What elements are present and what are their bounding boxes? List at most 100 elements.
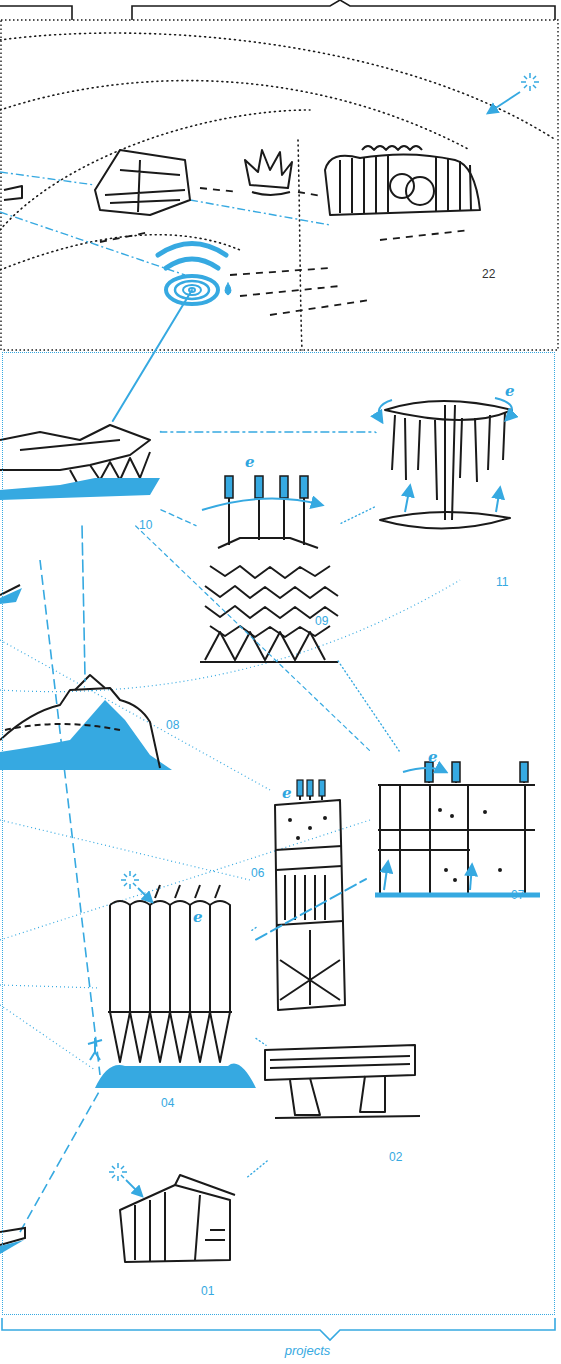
callout-number: 10 <box>139 519 152 531</box>
callout-number: 07 <box>511 889 524 901</box>
ground-fill <box>0 588 24 1254</box>
link-line <box>341 506 376 523</box>
wind-flag <box>520 762 528 782</box>
energy-arrow <box>405 486 410 512</box>
orbit-line <box>0 33 556 350</box>
orbit-line <box>298 140 302 350</box>
link-line <box>161 510 196 526</box>
link-line <box>136 526 370 751</box>
project-sketch: 02 <box>266 1036 421 1161</box>
project-sketch: 11 <box>376 396 521 546</box>
flow-line <box>0 172 95 185</box>
project-sketch <box>200 661 338 663</box>
project-sketch: 04 <box>96 876 256 1091</box>
project-frame: projects101109080706040201 <box>2 352 555 1315</box>
wind-flag <box>280 476 288 498</box>
project-sketch <box>265 1045 420 1118</box>
link-line <box>246 1161 267 1178</box>
project-sketch <box>324 817 326 819</box>
energy-arrow <box>403 768 446 772</box>
water-ripple <box>158 244 226 256</box>
orbit-line <box>0 235 240 270</box>
water-ripple <box>158 244 231 305</box>
project-sketch <box>309 827 311 829</box>
callout-number: 11 <box>496 576 508 588</box>
ground-line <box>298 192 322 196</box>
project-sketch <box>380 401 512 529</box>
energy-arrow <box>379 400 392 422</box>
project-sketch <box>0 1228 25 1245</box>
project-sketch <box>275 846 343 925</box>
callout-number: 06 <box>251 867 264 879</box>
relation-line <box>0 580 460 692</box>
building-sketch <box>390 174 414 198</box>
project-sketch <box>275 1116 420 1118</box>
project-sketch <box>439 809 441 811</box>
building-sketch <box>252 192 290 195</box>
project-sketch <box>205 632 325 660</box>
sun-symbol <box>121 871 139 889</box>
project-sketch <box>297 837 299 839</box>
project-sketch: 08 <box>1 681 171 776</box>
project-sketch <box>385 401 512 420</box>
project-sketch <box>0 585 25 1245</box>
wind-flag <box>425 762 528 782</box>
ground-line <box>100 188 470 315</box>
callout-number: 04 <box>161 1097 174 1109</box>
project-sketch <box>289 819 291 821</box>
project-sketch <box>454 879 456 881</box>
sun-symbol <box>521 73 539 91</box>
ground-line <box>240 286 340 296</box>
relation-line <box>20 560 100 1232</box>
energy-arrow <box>384 768 472 890</box>
building-sketch <box>105 160 185 212</box>
bracket <box>2 1318 555 1340</box>
project-sketch <box>108 885 232 1062</box>
ground-line <box>100 232 150 242</box>
callout-number: 09 <box>315 615 328 627</box>
wind-flag <box>307 780 313 796</box>
wind-flag <box>225 476 233 498</box>
project-sketch <box>135 1192 225 1262</box>
ground-fill <box>0 588 22 604</box>
bracket <box>0 6 72 20</box>
link-line <box>113 290 192 421</box>
ground-line <box>200 188 238 192</box>
flow-line <box>0 212 185 275</box>
site-frame <box>1 20 558 350</box>
project-sketch <box>155 885 220 898</box>
energy-arrow <box>496 488 500 512</box>
ground-fill <box>0 1240 24 1254</box>
ground-fill <box>95 1064 256 1088</box>
building-sketch <box>4 186 22 200</box>
project-sketch <box>429 765 524 783</box>
energy-arrow <box>202 499 322 510</box>
project-sketch <box>205 586 338 598</box>
project-sketch <box>499 869 501 871</box>
sun-symbol <box>109 1163 127 1181</box>
water-ripple <box>225 283 231 295</box>
project-sketch <box>90 452 150 480</box>
project-sketch <box>218 538 318 548</box>
ground-line <box>380 230 470 240</box>
wind-flag <box>225 476 308 498</box>
project-sketch <box>110 901 230 1012</box>
energy-arrow <box>384 862 388 890</box>
project-sketch <box>210 566 330 578</box>
project-sketch <box>290 1075 385 1115</box>
project-sketch <box>120 1185 230 1262</box>
sun-arrow <box>138 888 152 902</box>
project-sketch <box>75 675 105 690</box>
project-sketch <box>5 724 120 730</box>
link-line <box>160 431 376 432</box>
project-sketch <box>380 512 510 529</box>
project-sketch <box>0 675 160 768</box>
wind-flag <box>255 476 263 498</box>
wind-flag <box>297 780 325 796</box>
project-sketch <box>265 1045 415 1080</box>
link-line <box>82 526 85 681</box>
